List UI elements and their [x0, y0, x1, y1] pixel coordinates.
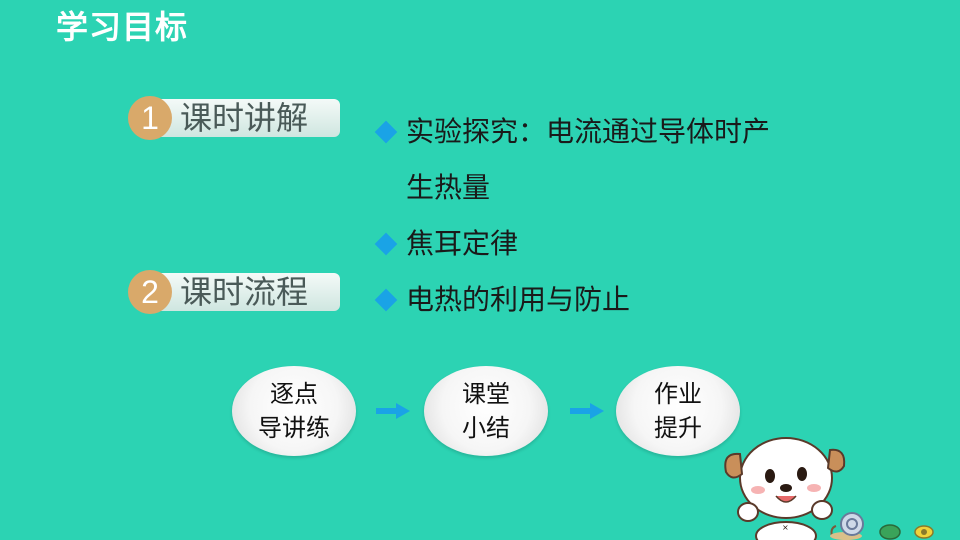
flow-step-line: 逐点: [270, 380, 318, 408]
svg-text:×: ×: [782, 523, 789, 532]
flow-step-practice[interactable]: 逐点 导讲练: [232, 366, 356, 456]
page-title: 学习目标: [56, 8, 189, 46]
section-number: 2: [128, 270, 172, 314]
snail-decoration-icon: [830, 512, 934, 540]
arrow-right-icon: [376, 403, 410, 419]
section-badge-bar: [150, 273, 340, 311]
objective-text: 实验探究：电流通过导体时产: [406, 115, 771, 148]
diamond-bullet-icon: [374, 120, 398, 144]
diamond-bullet-icon: [374, 288, 398, 312]
objective-list: 实验探究：电流通过导体时产 生热量 焦耳定律 电热的利用与防止: [372, 104, 842, 328]
cartoon-dog-icon: ×: [724, 437, 846, 540]
objective-item: 实验探究：电流通过导体时产 生热量: [372, 104, 842, 216]
flow-step-line: 作业: [654, 380, 702, 408]
objective-item: 焦耳定律: [372, 216, 842, 272]
objective-item: 电热的利用与防止: [372, 272, 842, 328]
objective-text-continued: 生热量: [406, 171, 491, 204]
section-badge-bar: [150, 99, 340, 137]
section-label: 课时讲解: [180, 99, 309, 137]
objective-text: 焦耳定律: [406, 227, 519, 260]
arrow-right-icon: [570, 403, 604, 419]
flow-step-line: 小结: [462, 414, 510, 442]
flow-step-summary[interactable]: 课堂 小结: [424, 366, 548, 456]
objective-text: 电热的利用与防止: [406, 283, 631, 316]
flow-step-line: 课堂: [462, 380, 510, 408]
diamond-bullet-icon: [374, 232, 398, 256]
flow-step-line: 提升: [654, 414, 702, 442]
section-badge-process[interactable]: 2 课时流程: [128, 270, 340, 314]
section-badge-lecture[interactable]: 1 课时讲解: [128, 96, 340, 140]
flow-step-line: 导讲练: [258, 414, 330, 442]
section-number: 1: [128, 96, 172, 140]
flow-step-homework[interactable]: 作业 提升: [616, 366, 740, 456]
section-label: 课时流程: [180, 273, 309, 311]
